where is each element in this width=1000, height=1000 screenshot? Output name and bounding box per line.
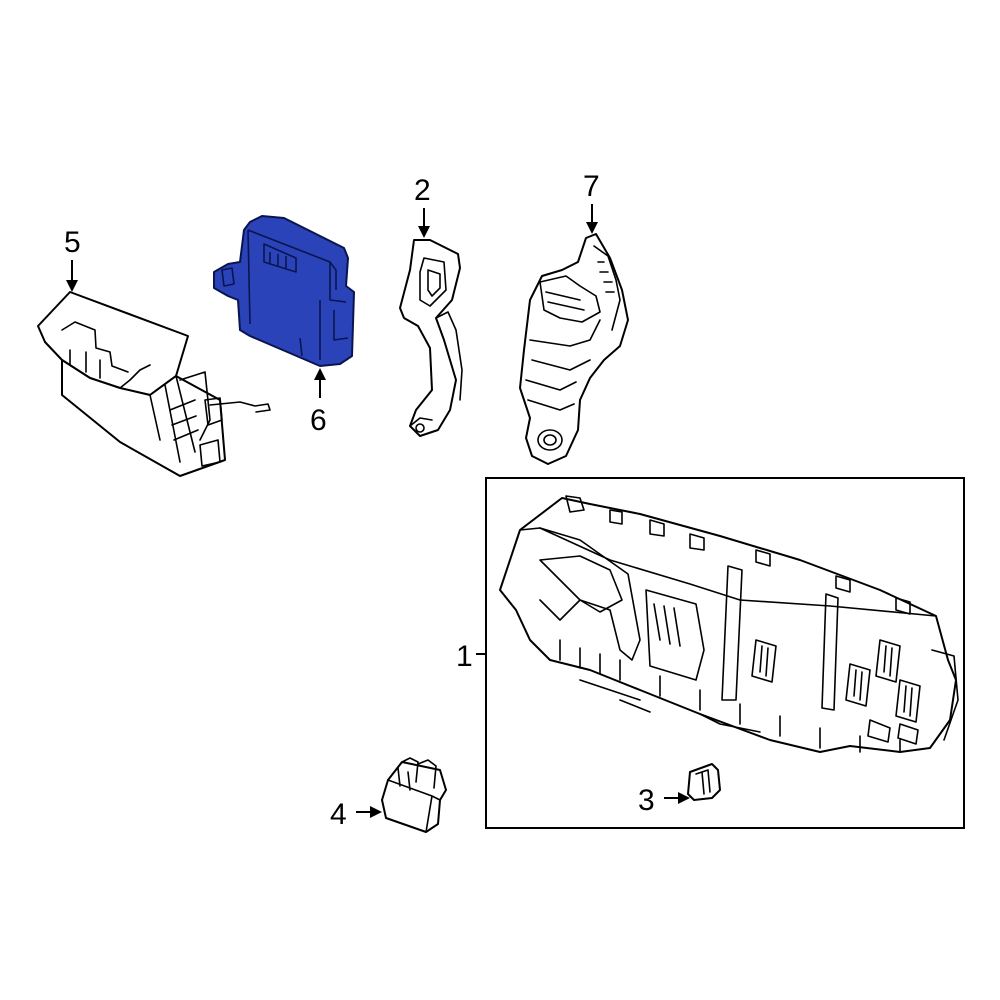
- part-4-relay[interactable]: [381, 757, 447, 833]
- callout-7: 7: [583, 170, 600, 203]
- leader-7: [586, 204, 598, 234]
- part-5-bracket[interactable]: [37, 291, 271, 477]
- part-1-fuse-box[interactable]: [499, 495, 959, 753]
- callout-5: 5: [64, 226, 81, 259]
- leader-4: [356, 806, 382, 818]
- leader-5: [66, 260, 78, 292]
- callout-2: 2: [414, 174, 431, 207]
- part-7-switch-assembly[interactable]: [519, 233, 629, 465]
- callout-1: 1: [456, 640, 473, 673]
- leader-3: [664, 792, 690, 804]
- leader-2: [418, 208, 430, 238]
- part-3-clip[interactable]: [687, 763, 721, 801]
- callout-6: 6: [310, 404, 327, 437]
- part-6-control-module[interactable]: [213, 215, 355, 367]
- callout-4: 4: [330, 798, 347, 831]
- callout-3: 3: [638, 784, 655, 817]
- part-2-arm-bracket[interactable]: [399, 239, 463, 437]
- leader-6: [314, 368, 326, 398]
